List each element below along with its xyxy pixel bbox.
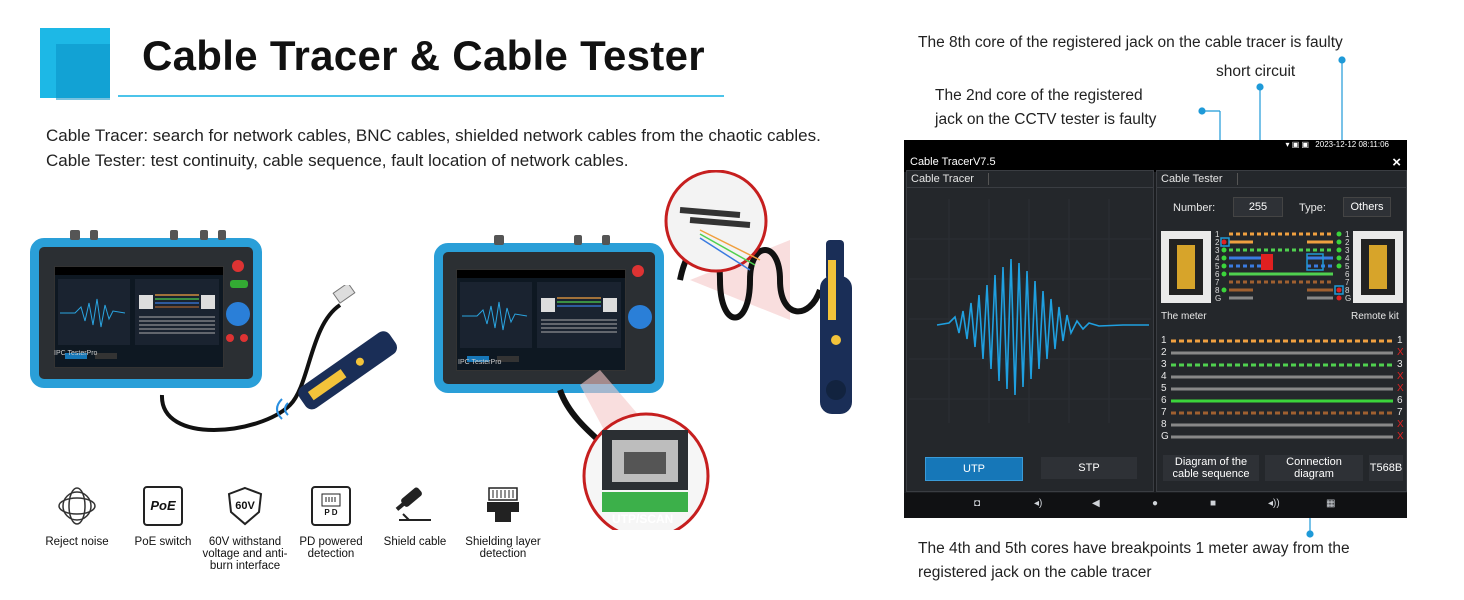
continuity-list: 1 2 3 4 5 6 7 8 G — [1161, 335, 1404, 442]
tester-device-2: IPC TesterPro — [434, 235, 664, 393]
recents-icon[interactable]: ■ — [1210, 498, 1217, 509]
svg-text:8: 8 — [1345, 286, 1350, 295]
svg-text:5: 5 — [1215, 262, 1220, 271]
app-title: Cable TracerV7.5 — [910, 156, 996, 168]
feature-pd-powered: P D PD powered detection — [286, 486, 376, 560]
connection-diagram-button[interactable]: Connection diagram — [1265, 455, 1363, 481]
svg-text:7: 7 — [1215, 278, 1220, 287]
svg-text:G: G — [1345, 294, 1351, 303]
feature-reject-noise: Reject noise — [32, 486, 122, 548]
annotation-breakpoints-line2: registered jack on the cable tracer — [918, 564, 1152, 581]
svg-text:1: 1 — [1345, 230, 1350, 239]
svg-text:7: 7 — [1345, 278, 1350, 287]
stp-button[interactable]: STP — [1041, 457, 1137, 479]
dpad[interactable] — [226, 302, 250, 326]
home-icon[interactable]: ● — [1152, 498, 1159, 509]
annotation-2nd-core-line1: The 2nd core of the registered — [935, 87, 1143, 104]
svg-text:4: 4 — [1345, 254, 1350, 263]
annotation-breakpoints-line1: The 4th and 5th cores have breakpoints 1… — [918, 540, 1350, 557]
app-title-bar: Cable TracerV7.5 × — [904, 154, 1407, 172]
type-field[interactable]: Others — [1343, 197, 1391, 217]
svg-text:3: 3 — [1215, 246, 1220, 255]
noise-reject-icon — [57, 486, 97, 526]
feature-60v: 60V 60V withstand voltage and anti-burn … — [200, 486, 290, 572]
pd-port-icon: P D — [311, 486, 351, 526]
tester-screen: ▾ ▣ ▣ 2023-12-12 08:11:06 Cable TracerV7… — [904, 140, 1407, 518]
svg-text:2: 2 — [1215, 238, 1220, 247]
annotation-2nd-core-line2: jack on the CCTV tester is faulty — [935, 111, 1157, 128]
tab-cable-tracer[interactable]: Cable Tracer — [911, 173, 989, 185]
shield-60v-icon: 60V — [225, 486, 265, 526]
svg-text:2: 2 — [1345, 238, 1350, 247]
tab-cable-tester[interactable]: Cable Tester — [1161, 173, 1238, 185]
tracer-cable-1 — [159, 285, 397, 432]
title-underline — [118, 95, 724, 97]
camera-icon[interactable]: ◘ — [974, 498, 981, 509]
svg-text:3: 3 — [1345, 246, 1350, 255]
dpad-2[interactable] — [628, 305, 652, 329]
header-accent-shadow — [56, 44, 110, 100]
feature-shield-cable: Shield cable — [370, 486, 460, 548]
nav-bar: ◘ ◂) ◀ ● ■ ◂)) ▦ — [904, 493, 1407, 518]
annotation-8th-core: The 8th core of the registered jack on t… — [918, 34, 1343, 51]
standard-selector[interactable]: T568B — [1369, 455, 1403, 481]
shielding-layer-icon — [483, 486, 523, 526]
svg-text:6: 6 — [1345, 270, 1350, 279]
svg-text:8: 8 — [1215, 286, 1220, 295]
type-label: Type: — [1299, 202, 1326, 214]
device-1-screen — [54, 266, 224, 368]
close-icon[interactable]: × — [1392, 154, 1401, 171]
meter-label: The meter — [1161, 311, 1207, 322]
volume-down-icon[interactable]: ◂) — [1034, 498, 1043, 509]
power-button-2[interactable] — [632, 265, 644, 277]
remote-kit-label: Remote kit — [1351, 311, 1399, 322]
device-1-brand: IPC TesterPro — [54, 350, 98, 357]
annotation-short-circuit: short circuit — [1216, 63, 1296, 80]
status-icons: ▾ ▣ ▣ — [1285, 140, 1312, 149]
page-title: Cable Tracer & Cable Tester — [142, 32, 705, 79]
status-bar: ▾ ▣ ▣ 2023-12-12 08:11:06 — [904, 140, 1407, 154]
svg-text:4: 4 — [1215, 254, 1220, 263]
utp-button[interactable]: UTP — [925, 457, 1023, 481]
shield-cable-icon — [395, 486, 435, 526]
number-field[interactable]: 255 — [1233, 197, 1283, 217]
feature-shielding-layer: Shielding layer detection — [458, 486, 548, 560]
tracer-probe-2 — [820, 240, 852, 414]
power-button[interactable] — [232, 260, 244, 272]
poe-icon: PoE — [143, 486, 183, 526]
description-tracer: Cable Tracer: search for network cables,… — [46, 126, 821, 145]
description-tester: Cable Tester: test continuity, cable seq… — [46, 151, 629, 170]
cable-loop-illustration — [557, 170, 823, 530]
tester-device-1: IPC TesterPro — [30, 230, 262, 388]
feature-poe-switch: PoE PoE switch — [118, 486, 208, 548]
svg-text:1: 1 — [1215, 230, 1220, 239]
status-time: 2023-12-12 08:11:06 — [1315, 140, 1389, 149]
device-2-brand: IPC TesterPro — [458, 359, 502, 366]
number-label: Number: — [1173, 202, 1216, 214]
tracer-pane: Cable Tracer UTP STP — [906, 170, 1154, 492]
svg-text:6: 6 — [1215, 270, 1220, 279]
tracer-waveform — [909, 199, 1151, 423]
svg-text:G: G — [1215, 294, 1221, 303]
device-2-screen — [456, 269, 626, 371]
apps-grid-icon[interactable]: ▦ — [1326, 498, 1336, 509]
back-icon[interactable]: ◀ — [1092, 498, 1100, 509]
port-label: UTP/SCAN — [612, 512, 674, 526]
svg-text:5: 5 — [1345, 262, 1350, 271]
volume-up-icon[interactable]: ◂)) — [1268, 498, 1280, 509]
